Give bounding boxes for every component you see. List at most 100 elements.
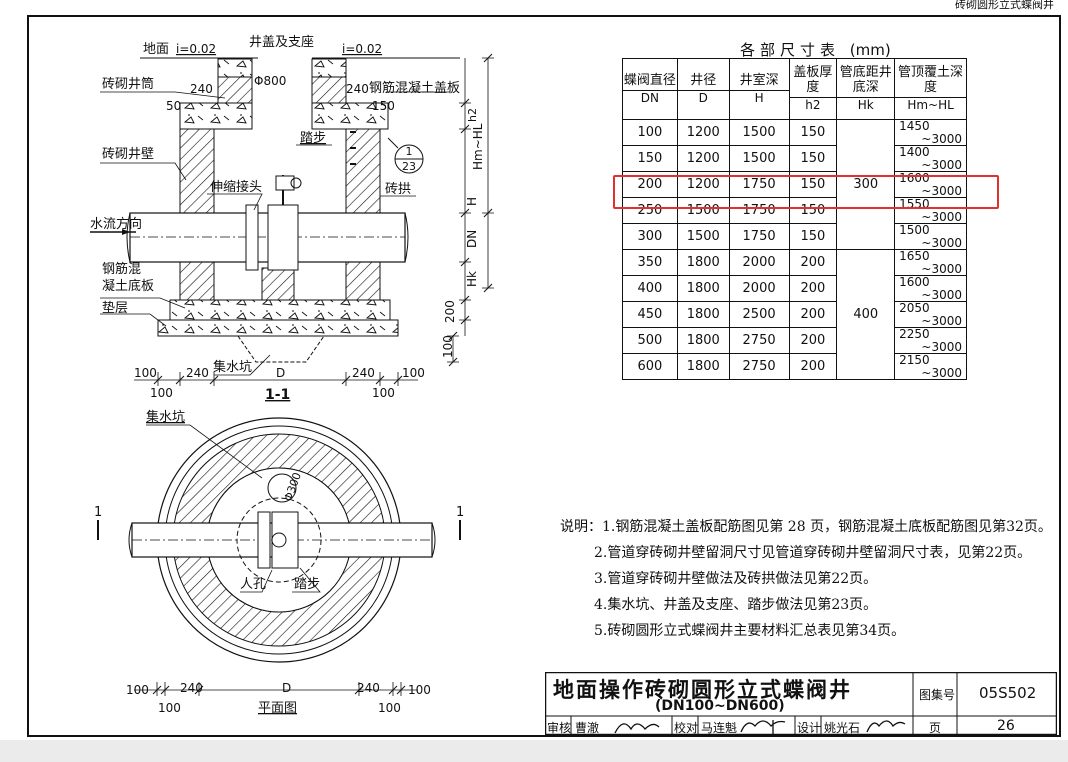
drawing-title: 地面操作砖砌圆形立式蝶阀井 [553,678,852,702]
dim-b100l: 100 [134,366,157,380]
plan-b100l: 100 [126,683,149,697]
dim-150: 150 [372,99,395,113]
header-symbol: h2 [789,97,837,113]
detail-bottom: 23 [402,160,416,173]
sump-label: 集水坑 [213,359,252,375]
dim-240b: 240 [346,82,369,96]
flow-label: 水流方向 [90,216,142,232]
cell-d: 1200 [676,119,730,146]
cell-hm-hl: 1650~3000 [894,249,967,276]
dim-50: 50 [166,99,181,113]
header-name: 管顶覆土深度 [898,65,964,95]
header-name: 盖板厚度 [793,65,833,95]
dim-phi800: Φ800 [254,74,286,88]
dim-bD: D [276,366,285,380]
joint-label: 伸缩接头 [210,179,262,195]
base-slab [169,299,391,321]
plan-b240r: 240 [357,681,380,695]
cut-right: 1 [456,505,464,520]
header-symbol: D [677,89,729,106]
check-label: 校对 [674,721,699,735]
cell-h2: 200 [788,275,838,302]
cell-hm-hl: 2050~3000 [894,301,967,328]
title-block-grid [545,672,1057,735]
dim-hk: Hk [465,271,479,287]
hm-value: 1500 [899,223,930,237]
section-title: 1-1 [265,387,290,403]
plan-title: 平面图 [258,701,297,716]
hl-value: ~3000 [921,262,962,276]
header-symbol: DN [623,89,677,106]
dim-h2: h2 [466,108,479,122]
plan-sump-label: 集水坑 [146,409,185,425]
drawing-sheet: 砖砌圆形立式蝶阀井 [0,0,1068,740]
cover-support-label: 井盖及支座 [249,35,314,50]
hm-value: 1450 [899,119,930,133]
design-label: 设计 [797,721,822,735]
cell-hm-hl: 1400~3000 [894,145,967,172]
dim-b240l: 240 [186,366,209,380]
header-name: 井室深 [739,72,779,88]
wall-right-lower [345,261,381,301]
shaft-label: 砖砌井筒 [102,76,154,92]
hm-value: 2050 [899,301,930,315]
header-symbol: H [729,89,789,106]
hl-value: ~3000 [921,184,962,198]
cell-dn: 350 [622,249,678,276]
cell-h: 1500 [728,145,790,172]
cover-slab-right [311,102,389,130]
hl-value: ~3000 [921,210,962,224]
table-header-cell: 盖板厚度 h2 [788,58,838,120]
cell-h2: 150 [788,119,838,146]
valve-body [267,204,299,271]
design-name: 姚光石 [824,721,861,735]
header-name: 井径 [690,72,717,88]
sheet-border [27,15,1061,737]
note-5: 5.砖砌圆形立式蝶阀井主要材料汇总表见第34页。 [594,623,906,639]
dim-b240r: 240 [352,366,375,380]
hl-value: ~3000 [921,236,962,250]
dim-100v: 100 [441,335,455,358]
cell-dn: 100 [622,119,678,146]
plan-b240l: 240 [180,681,203,695]
cell-h: 2750 [728,353,790,380]
dim-dn: DN [465,230,479,248]
cell-d: 1500 [676,223,730,250]
shaft-left [217,76,253,104]
hl-value: ~3000 [921,314,962,328]
valve-support [261,267,295,301]
dim-b100l2: 100 [150,386,173,400]
note-2: 2.管道穿砖砌井壁留洞尺寸见管道穿砖砌井壁留洞尺寸表，见第22页。 [594,545,1032,561]
cell-hm-hl: 2250~3000 [894,327,967,354]
check-name: 马连魁 [701,721,738,735]
arch-label: 砖拱 [385,182,411,197]
note-4: 4.集水坑、井盖及支座、踏步做法见第23页。 [594,597,878,613]
wall-right-upper [345,128,381,214]
wall-left-lower [179,261,215,301]
cell-d: 1800 [676,353,730,380]
cell-h: 2000 [728,275,790,302]
section-view: 1 23 地面 i=0.02 井盖及支座 i=0.02 砖砌井筒 240 Φ80… [90,35,494,403]
table-title-text: 各部尺寸表 [740,41,841,59]
review-name: 曹澈 [575,721,600,735]
hl-value: ~3000 [921,132,962,146]
wall-left-upper [179,128,215,214]
cell-h2: 150 [788,145,838,172]
hm-value: 2250 [899,327,930,341]
plan-b100l2: 100 [158,701,181,715]
cell-h: 1750 [728,223,790,250]
cell-d: 1800 [676,249,730,276]
cover-slab-label: 钢筋混凝土盖板 [369,80,460,96]
detail-top: 1 [406,145,413,158]
cell-hm-hl: 2150~3000 [894,353,967,380]
